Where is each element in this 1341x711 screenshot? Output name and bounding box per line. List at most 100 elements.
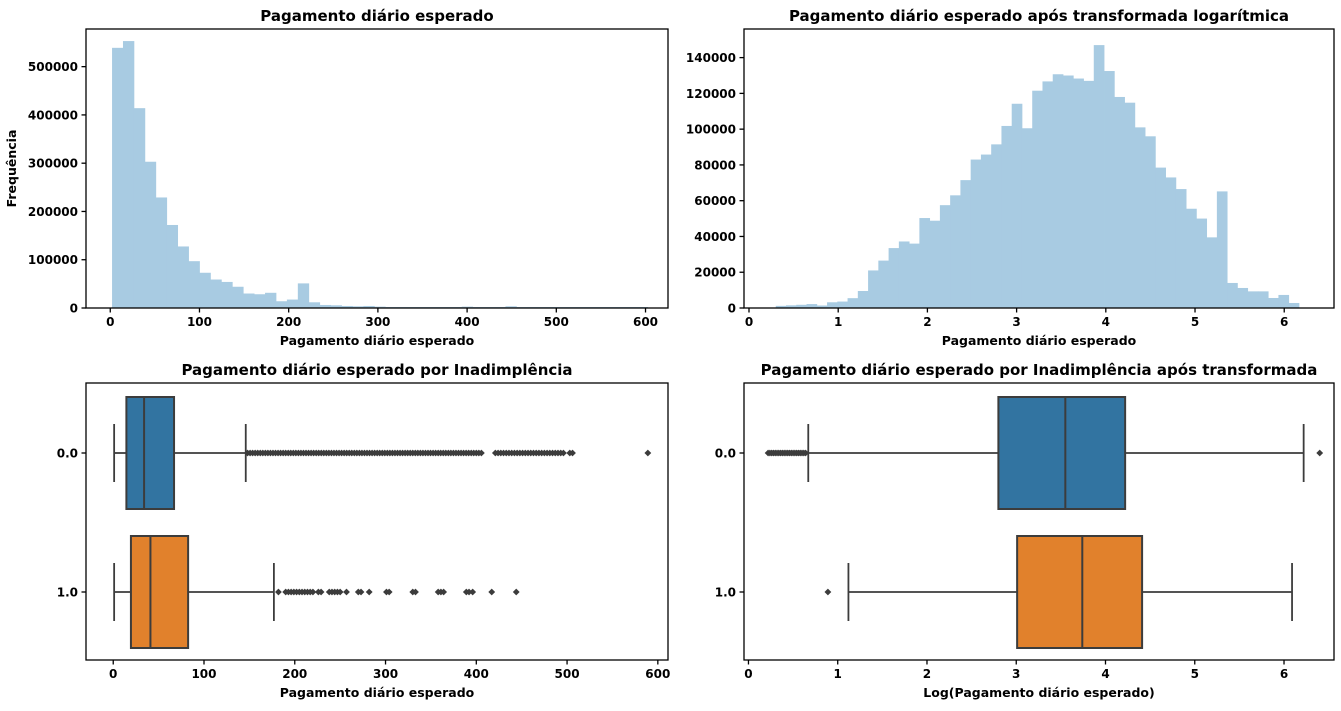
y-tick-label: 300000 bbox=[28, 157, 78, 171]
histogram-bar bbox=[960, 180, 972, 308]
outlier-point bbox=[309, 588, 317, 596]
histogram-bar bbox=[319, 304, 332, 308]
histogram-bar bbox=[1155, 167, 1166, 308]
y-tick-label: 0.0 bbox=[715, 447, 736, 461]
histogram-bar bbox=[1237, 287, 1249, 308]
outlier-points bbox=[275, 588, 520, 596]
histogram-bar bbox=[898, 241, 910, 308]
histogram-bar bbox=[1216, 191, 1228, 308]
histogram-bar bbox=[919, 218, 931, 308]
histogram-bar bbox=[1227, 282, 1238, 308]
y-tick-label: 1.0 bbox=[57, 586, 78, 600]
x-tick-label: 0 bbox=[106, 315, 114, 329]
outlier-point bbox=[560, 449, 567, 457]
histogram-bar bbox=[857, 291, 869, 308]
histogram-bar bbox=[1206, 237, 1218, 308]
histogram-bar bbox=[909, 243, 920, 308]
histogram-bar bbox=[1247, 291, 1259, 308]
outlier-point bbox=[644, 449, 652, 457]
histogram-bar bbox=[1032, 90, 1043, 308]
x-tick-label: 300 bbox=[373, 667, 398, 681]
histogram-bar bbox=[1011, 103, 1023, 308]
axes-spines bbox=[85, 382, 669, 661]
histogram-bar bbox=[1073, 78, 1084, 309]
x-axis-label: Pagamento diário esperado bbox=[942, 333, 1137, 348]
x-tick-label: 0 bbox=[109, 667, 117, 681]
histogram-bar bbox=[308, 302, 321, 308]
histogram-bar bbox=[275, 301, 288, 308]
axes-spines bbox=[743, 28, 1335, 309]
histogram-bar bbox=[939, 205, 951, 308]
y-tick-label: 20000 bbox=[694, 266, 736, 280]
x-tick-label: 500 bbox=[555, 667, 580, 681]
y-tick-label: 500000 bbox=[28, 60, 78, 74]
histogram-bar bbox=[786, 305, 797, 308]
box-group-1.0 bbox=[113, 535, 520, 649]
histogram-bar bbox=[1134, 127, 1146, 308]
x-tick-label: 600 bbox=[633, 315, 658, 329]
x-tick-label: 300 bbox=[365, 315, 390, 329]
y-axis-label: Frequência bbox=[4, 130, 19, 208]
x-tick-label: 1 bbox=[834, 667, 842, 681]
histogram-bar bbox=[210, 279, 222, 308]
histogram-bar bbox=[1052, 74, 1064, 308]
outlier-point bbox=[488, 588, 496, 596]
x-tick-label: 2 bbox=[923, 315, 931, 329]
x-tick-label: 5 bbox=[1191, 667, 1199, 681]
histogram-bar bbox=[254, 294, 266, 308]
histogram-bar bbox=[1042, 81, 1054, 309]
histogram-bar bbox=[122, 41, 135, 308]
histogram-bar bbox=[1257, 291, 1269, 308]
y-tick-label: 200000 bbox=[28, 205, 78, 219]
histogram-bar bbox=[1288, 302, 1300, 308]
y-tick-label: 80000 bbox=[694, 158, 736, 172]
histogram-bars-hist_log bbox=[775, 45, 1300, 309]
y-tick-label: 140000 bbox=[686, 51, 736, 65]
x-tick-label: 200 bbox=[282, 667, 307, 681]
x-tick-label: 400 bbox=[464, 667, 489, 681]
histogram-bar bbox=[1145, 136, 1156, 308]
histogram-bar bbox=[888, 248, 900, 308]
x-tick-label: 100 bbox=[191, 667, 216, 681]
histogram-bar bbox=[868, 270, 879, 308]
subplot-title: Pagamento diário esperado por Inadimplên… bbox=[761, 361, 1318, 379]
outlier-point bbox=[477, 449, 485, 457]
histogram-bar bbox=[188, 261, 200, 308]
outlier-point bbox=[357, 588, 365, 596]
x-tick-label: 5 bbox=[1191, 315, 1199, 329]
y-tick-label: 40000 bbox=[694, 230, 736, 244]
histogram-bar bbox=[1196, 218, 1208, 308]
subplot-title: Pagamento diário esperado por Inadimplên… bbox=[181, 361, 572, 379]
outlier-point bbox=[440, 588, 448, 596]
histogram-bar bbox=[374, 306, 386, 308]
histogram-bar bbox=[297, 283, 310, 308]
histogram-bar bbox=[1124, 102, 1136, 308]
box-group-0.0 bbox=[113, 396, 652, 510]
histogram-bar bbox=[177, 246, 189, 308]
histogram-bar bbox=[1083, 80, 1095, 308]
box bbox=[129, 535, 190, 649]
outlier-point bbox=[385, 588, 393, 596]
x-tick-label: 4 bbox=[1101, 667, 1109, 681]
y-tick-label: 100000 bbox=[28, 253, 78, 267]
outlier-point bbox=[512, 588, 520, 596]
outlier-point bbox=[317, 588, 325, 596]
histogram-bar bbox=[221, 281, 233, 308]
x-axis-label: Log(Pagamento diário esperado) bbox=[923, 685, 1154, 700]
outlier-point bbox=[465, 588, 473, 596]
histogram-bar bbox=[847, 298, 859, 308]
histogram-bar bbox=[806, 304, 818, 308]
histogram-bar bbox=[352, 306, 364, 308]
box-group-1.0 bbox=[824, 535, 1293, 649]
histogram-bar bbox=[816, 305, 828, 308]
axes-spines bbox=[743, 382, 1335, 661]
histogram-bar bbox=[505, 306, 517, 308]
x-tick-label: 6 bbox=[1280, 667, 1288, 681]
y-tick-label: 400000 bbox=[28, 108, 78, 122]
histogram-bar bbox=[243, 293, 255, 308]
histogram-bar bbox=[133, 108, 146, 308]
histogram-bar bbox=[1268, 297, 1279, 308]
